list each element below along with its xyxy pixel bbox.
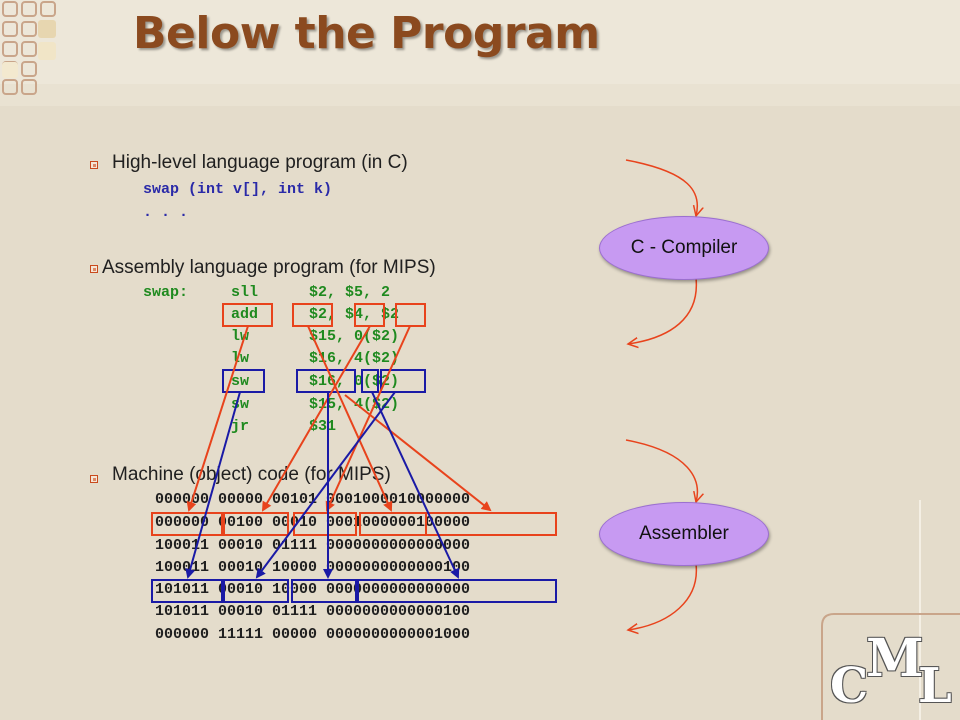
c-code-line: . . .: [143, 204, 189, 221]
mapping-arrow: [185, 391, 241, 579]
binary-line: 100011 00010 10000 0000000000000100: [155, 559, 471, 576]
asm-args: $16, 4($2): [309, 350, 400, 367]
highlight-box-add-rt: [395, 303, 426, 327]
mapping-arrow: [325, 325, 411, 512]
logo-letter-l: L: [918, 658, 952, 714]
section-heading-asm: Assembly language program (for MIPS): [102, 257, 436, 278]
highlight-box-bin-sw-rs: [223, 579, 289, 603]
compiler-oval: C - Compiler: [599, 216, 769, 280]
flow-arrow-icon: [625, 159, 697, 216]
asm-op: sll: [231, 284, 259, 301]
binary-line: 000000 00000 00101 0001000010000000: [155, 491, 471, 508]
title-bar: [0, 0, 960, 84]
section-heading-c: High-level language program (in C): [112, 152, 408, 173]
mapping-arrow: [186, 325, 249, 512]
binary-line: 101011 00010 01111 0000000000000100: [155, 603, 471, 620]
mapping-arrow: [307, 325, 393, 512]
title-band: [0, 84, 960, 106]
highlight-box-bin-add-rd: [359, 512, 427, 536]
logo-letter-c: C: [830, 658, 869, 714]
mapping-arrow: [371, 391, 460, 579]
binary-line: 101011 00010 10000 0000000000000000: [155, 581, 471, 598]
asm-op: add: [231, 306, 259, 323]
bullet-icon: [90, 475, 98, 483]
mapping-arrow: [255, 391, 396, 579]
highlight-box-bin-add-rs: [223, 512, 289, 536]
asm-label: swap:: [143, 284, 189, 301]
highlight-box-bin-add-rt: [293, 512, 357, 536]
highlight-box-add-op: [222, 303, 273, 327]
cml-logo: C M L: [822, 614, 960, 720]
highlight-box-bin-sw-imm: [357, 579, 557, 603]
logo-letter-m: M: [866, 628, 924, 689]
corner-decoration-icon: [2, 1, 56, 95]
flow-arrow-icon: [628, 277, 698, 344]
asm-op: sw: [231, 373, 250, 390]
binary-line: 100011 00010 01111 0000000000000000: [155, 537, 471, 554]
highlight-box-bin-sw-op: [151, 579, 223, 603]
asm-args: $2, $5, 2: [309, 284, 391, 301]
bullet-icon: [90, 161, 98, 169]
mapping-arrow: [344, 394, 492, 512]
highlight-box-bin-add-op: [151, 512, 223, 536]
c-code-line: swap (int v[], int k): [143, 181, 333, 198]
highlight-box-bin-add-funct: [425, 512, 557, 536]
slide-title: Below the Program: [133, 8, 600, 59]
asm-op: lw: [231, 328, 250, 345]
section-heading-machine: Machine (object) code (for MIPS): [112, 464, 391, 485]
assembler-oval: Assembler: [599, 502, 769, 566]
asm-args: $2, $4, $2: [309, 306, 400, 323]
flow-arrow-icon: [628, 563, 698, 630]
flow-arrow-icon: [625, 439, 697, 502]
highlight-box-bin-sw-rt: [291, 579, 357, 603]
mapping-arrow: [261, 325, 371, 512]
asm-args: $31: [309, 418, 337, 435]
highlight-box-sw-base: [380, 369, 426, 393]
decorative-line: [821, 613, 960, 720]
binary-line: 000000 11111 00000 0000000000001000: [155, 626, 471, 643]
highlight-box-sw-op: [222, 369, 265, 393]
highlight-box-sw-rt: [296, 369, 356, 393]
highlight-box-add-rs: [354, 303, 385, 327]
highlight-box-add-rd: [292, 303, 333, 327]
bullet-icon: [90, 265, 98, 273]
highlight-box-sw-offset: [361, 369, 379, 393]
asm-op: jr: [231, 418, 250, 435]
